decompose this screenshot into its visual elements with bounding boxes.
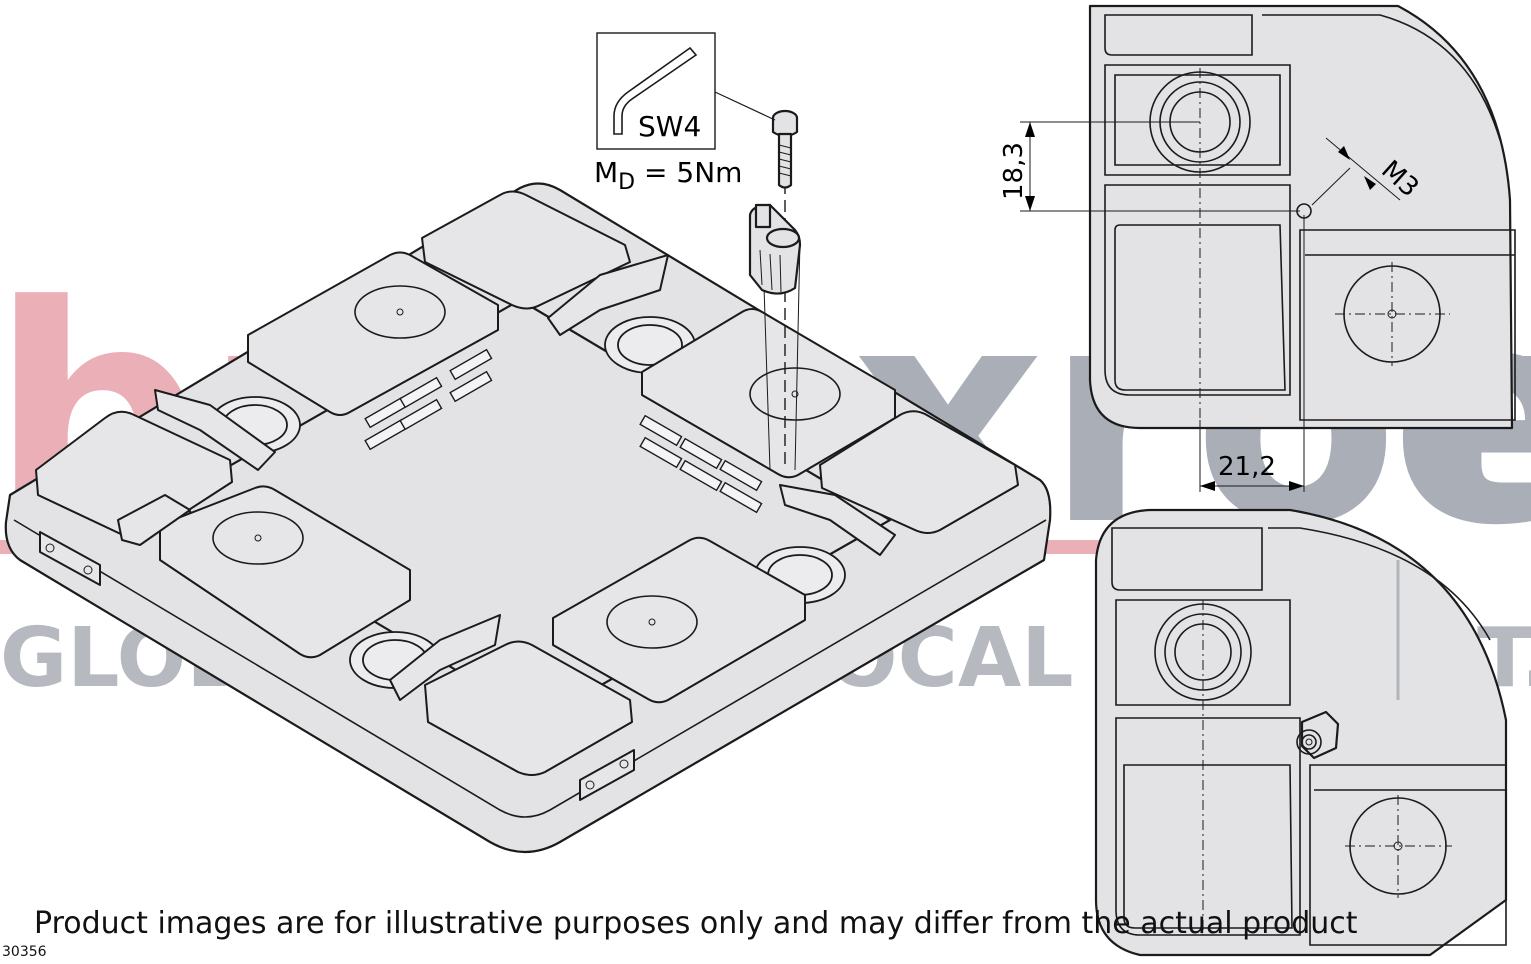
tool-box: SW4 — [596, 32, 776, 150]
torque-label: MD = 5Nm — [594, 156, 742, 195]
corner-block-top — [421, 190, 631, 310]
main-assembly — [4, 110, 1052, 853]
corner-block-bottom — [424, 640, 633, 776]
image-code: 30356 — [2, 944, 47, 960]
pad-top-left — [247, 251, 499, 416]
clip — [117, 494, 191, 546]
dimension-vertical: 18,3 — [999, 121, 1300, 212]
pad-bottom — [552, 536, 806, 704]
clip — [389, 614, 501, 701]
clip — [779, 484, 896, 556]
side-tab-right — [579, 749, 635, 801]
tool-leader — [714, 91, 776, 121]
slot-group-left — [364, 348, 493, 451]
leader-line — [794, 239, 801, 471]
clip — [547, 254, 669, 336]
dimension-horizontal: 21,2 — [1199, 215, 1305, 492]
dim-21-2-label: 21,2 — [1218, 452, 1276, 482]
tool-size-label: SW4 — [638, 110, 701, 143]
allen-key-icon — [613, 46, 698, 135]
disclaimer-text: Product images are for illustrative purp… — [34, 906, 1358, 941]
pad-left — [159, 485, 411, 659]
dim-18-3-label: 18,3 — [999, 142, 1029, 200]
corner-block-right — [819, 410, 1019, 534]
slot-group-right — [639, 414, 763, 514]
clip — [154, 389, 276, 471]
detail-view-top — [1088, 4, 1516, 430]
screw — [771, 109, 799, 189]
installed-screw-detail — [1296, 710, 1340, 760]
sleeve-nut — [748, 203, 802, 295]
side-tab-left — [39, 531, 101, 586]
detail-view-bottom — [1094, 508, 1508, 957]
